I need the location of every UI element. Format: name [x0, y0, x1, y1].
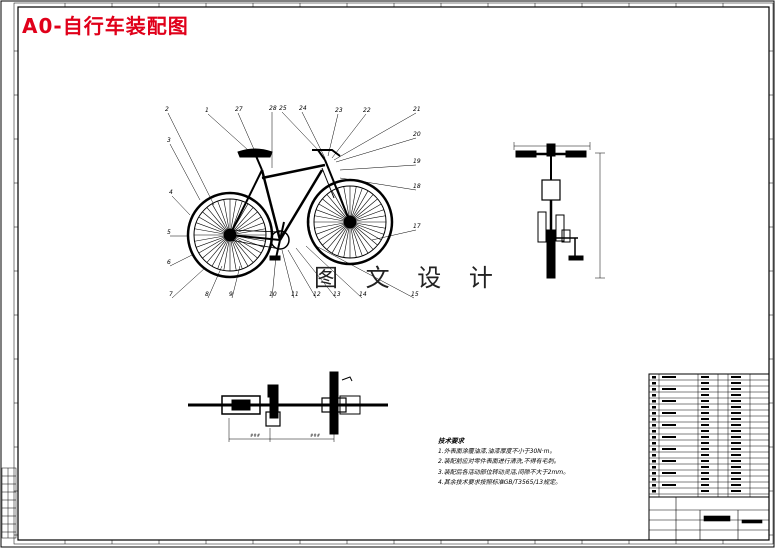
svg-text:###: ### — [310, 433, 321, 438]
zone-ticks — [14, 3, 773, 544]
balloon-number: 7 — [169, 291, 173, 298]
balloon-number: 3 — [167, 137, 171, 144]
balloon-number: 15 — [411, 291, 419, 298]
bicycle-front-view — [513, 142, 605, 279]
balloon-number: 24 — [299, 105, 307, 112]
balloon-number: 19 — [413, 158, 421, 165]
balloon-number: 28 — [269, 105, 277, 112]
bicycle-side-view — [186, 148, 394, 279]
balloon-number: 11 — [291, 291, 299, 298]
balloon-number: 13 — [333, 291, 341, 298]
balloon-number: 27 — [235, 106, 243, 113]
balloon-number: 18 — [413, 183, 421, 190]
technical-notes: 技术要求 1.外表面涂覆油漆,油漆厚度不小于30N·m。 2.装配前应对零件表面… — [438, 436, 569, 489]
balloon-number: 12 — [313, 291, 321, 298]
zone-frame — [13, 2, 774, 545]
svg-text:###: ### — [250, 433, 261, 438]
note-item: 1.外表面涂覆油漆,油漆厚度不小于30N·m。 — [438, 447, 556, 455]
leader-lines — [167, 111, 417, 299]
notes-heading: 技术要求 — [438, 437, 464, 445]
parts-list-table — [648, 373, 770, 498]
balloon-number: 22 — [363, 107, 371, 114]
balloon-number: 4 — [169, 189, 173, 196]
note-item: 2.装配前应对零件表面进行清洗,不得有毛刺。 — [438, 458, 560, 465]
bicycle-top-view: ### ### — [188, 371, 388, 442]
balloon-number: 25 — [279, 105, 287, 112]
balloon-number: 17 — [413, 223, 421, 230]
balloon-number: 6 — [167, 259, 171, 266]
balloon-number: 2 — [165, 106, 169, 113]
drawing-title: A0-自行车装配图 — [22, 14, 189, 38]
balloon-number: 5 — [167, 229, 171, 236]
binding-strip — [1, 467, 17, 539]
balloon-number: 23 — [335, 107, 343, 114]
balloon-number: 14 — [359, 291, 367, 298]
watermark-text: 图 文 设 计 — [314, 264, 503, 292]
balloon-number: 21 — [413, 106, 421, 113]
note-item: 3.装配后各活动部位转动灵活,间隙不大于2mm。 — [438, 468, 570, 476]
title-block — [648, 496, 770, 541]
note-item: 4.其余技术要求按照标准GB/T3565/13规定。 — [438, 479, 562, 486]
inner-border — [17, 6, 770, 541]
balloon-number: 10 — [269, 291, 277, 298]
balloon-number: 1 — [205, 107, 209, 114]
balloon-number: 20 — [413, 131, 421, 138]
balloon-number: 9 — [229, 291, 233, 298]
balloon-number: 8 — [205, 291, 209, 298]
